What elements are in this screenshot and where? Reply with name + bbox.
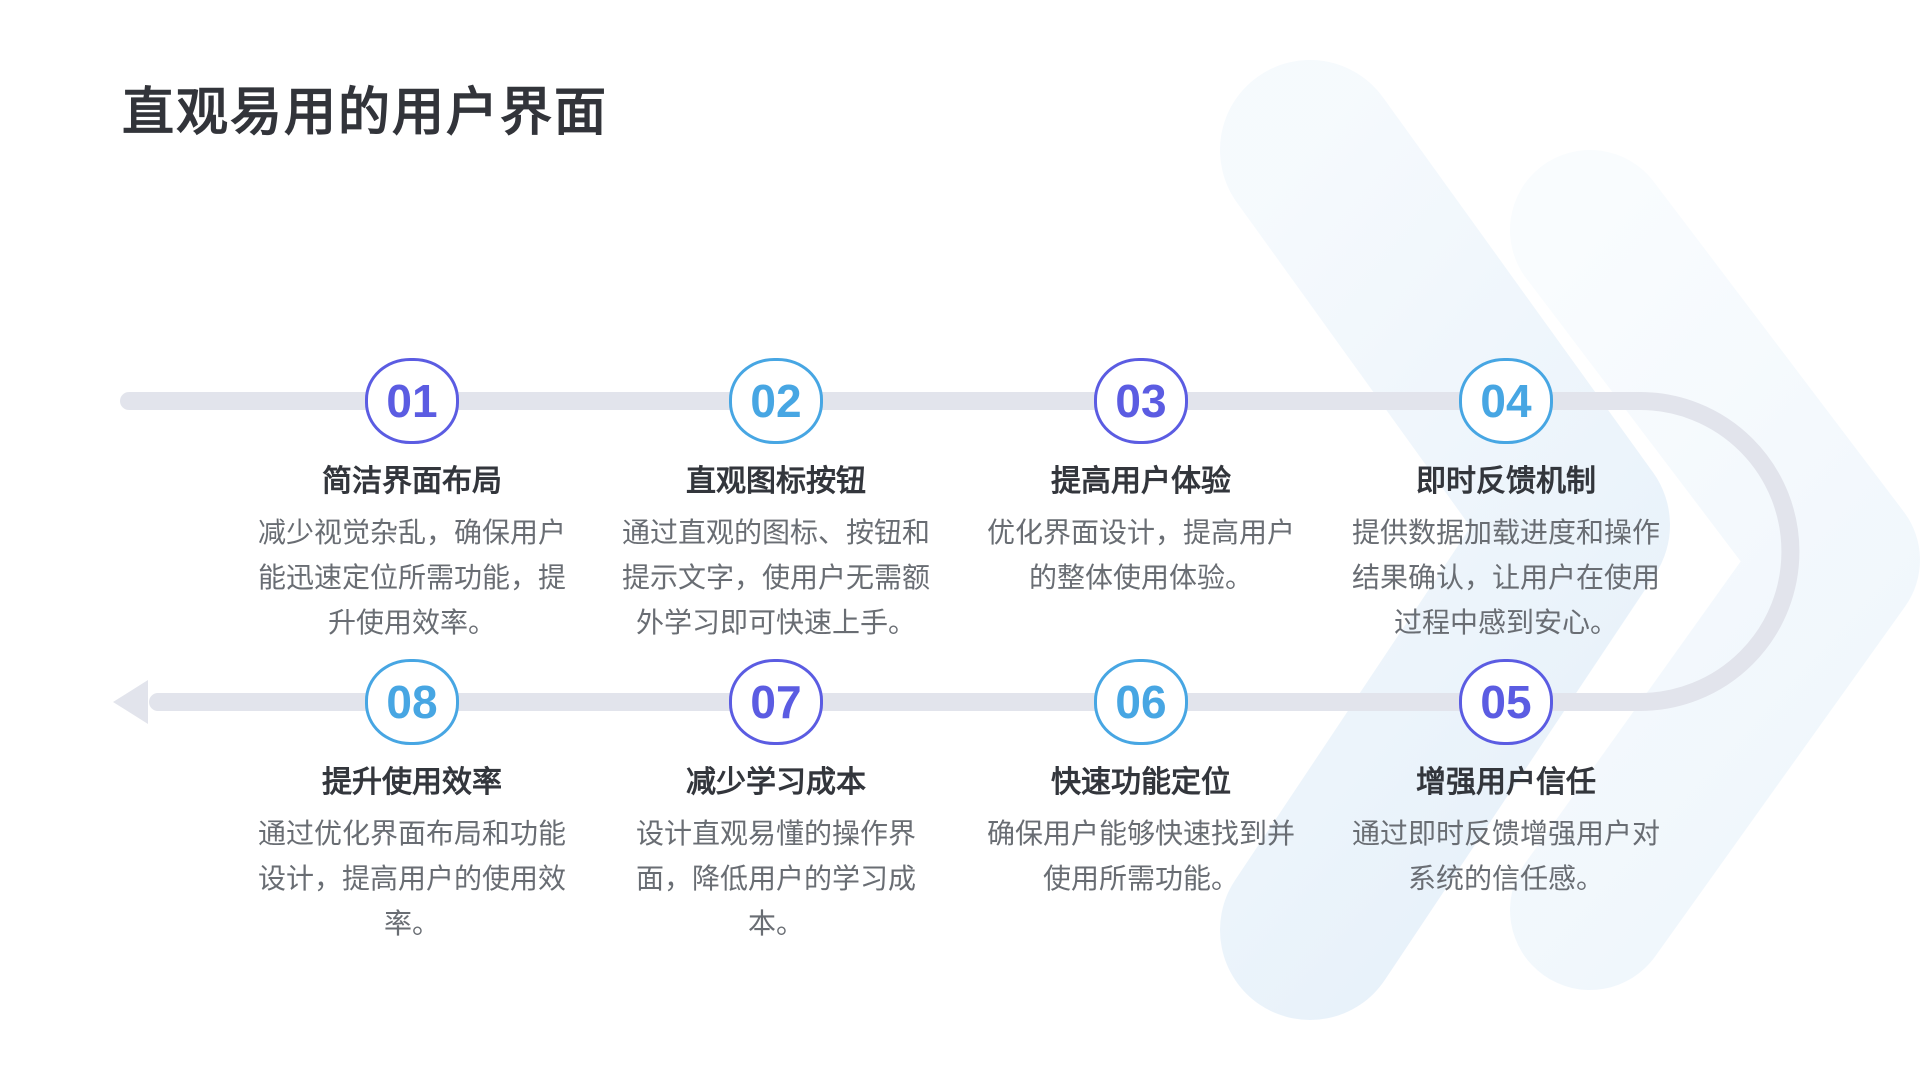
step-number-badge: 05 xyxy=(1459,659,1553,745)
step-title: 即时反馈机制 xyxy=(1416,465,1596,498)
timeline-path xyxy=(120,392,1800,711)
step-number-badge: 06 xyxy=(1094,659,1188,745)
step-description: 减少视觉杂乱，确保用户 能迅速定位所需功能，提 升使用效率。 xyxy=(257,517,566,638)
chevron-shape-back xyxy=(1510,150,1920,990)
step-item-05: 05 增强用户信任 通过即时反馈增强用户对 系统的信任感。 xyxy=(1341,659,1671,901)
step-description: 确保用户能够快速找到并 使用所需功能。 xyxy=(986,818,1295,894)
step-item-03: 03 提高用户体验 优化界面设计，提高用户 的整体使用体验。 xyxy=(976,358,1306,600)
page-title: 直观易用的用户界面 xyxy=(122,84,609,142)
step-number-badge: 07 xyxy=(729,659,823,745)
step-item-08: 08 提升使用效率 通过优化界面布局和功能 设计，提高用户的使用效 率。 xyxy=(247,659,577,946)
step-item-04: 04 即时反馈机制 提供数据加载进度和操作 结果确认，让用户在使用 过程中感到安… xyxy=(1341,358,1671,645)
step-description: 设计直观易懂的操作界 面，降低用户的学习成 本。 xyxy=(635,818,916,939)
step-title: 快速功能定位 xyxy=(1051,766,1231,799)
step-item-06: 06 快速功能定位 确保用户能够快速找到并 使用所需功能。 xyxy=(976,659,1306,901)
step-number-badge: 03 xyxy=(1094,358,1188,444)
step-item-01: 01 简洁界面布局 减少视觉杂乱，确保用户 能迅速定位所需功能，提 升使用效率。 xyxy=(247,358,577,645)
step-title: 直观图标按钮 xyxy=(686,465,866,498)
step-item-02: 02 直观图标按钮 通过直观的图标、按钮和 提示文字，使用户无需额 外学习即可快… xyxy=(611,358,941,645)
step-item-07: 07 减少学习成本 设计直观易懂的操作界 面，降低用户的学习成 本。 xyxy=(611,659,941,946)
step-description: 通过直观的图标、按钮和 提示文字，使用户无需额 外学习即可快速上手。 xyxy=(621,517,930,638)
step-description: 通过优化界面布局和功能 设计，提高用户的使用效 率。 xyxy=(257,818,566,939)
timeline-arrowhead-icon xyxy=(113,680,148,724)
step-title: 简洁界面布局 xyxy=(322,465,502,498)
step-title: 增强用户信任 xyxy=(1416,766,1596,799)
step-title: 提升使用效率 xyxy=(322,766,502,799)
step-description: 通过即时反馈增强用户对 系统的信任感。 xyxy=(1351,818,1660,894)
step-description: 提供数据加载进度和操作 结果确认，让用户在使用 过程中感到安心。 xyxy=(1351,517,1660,638)
step-number-badge: 01 xyxy=(365,358,459,444)
step-number-badge: 08 xyxy=(365,659,459,745)
step-title: 减少学习成本 xyxy=(686,766,866,799)
step-number-badge: 02 xyxy=(729,358,823,444)
step-number-badge: 04 xyxy=(1459,358,1553,444)
chevron-shape-front xyxy=(1220,60,1670,1020)
step-title: 提高用户体验 xyxy=(1051,465,1231,498)
step-description: 优化界面设计，提高用户 的整体使用体验。 xyxy=(986,517,1295,593)
